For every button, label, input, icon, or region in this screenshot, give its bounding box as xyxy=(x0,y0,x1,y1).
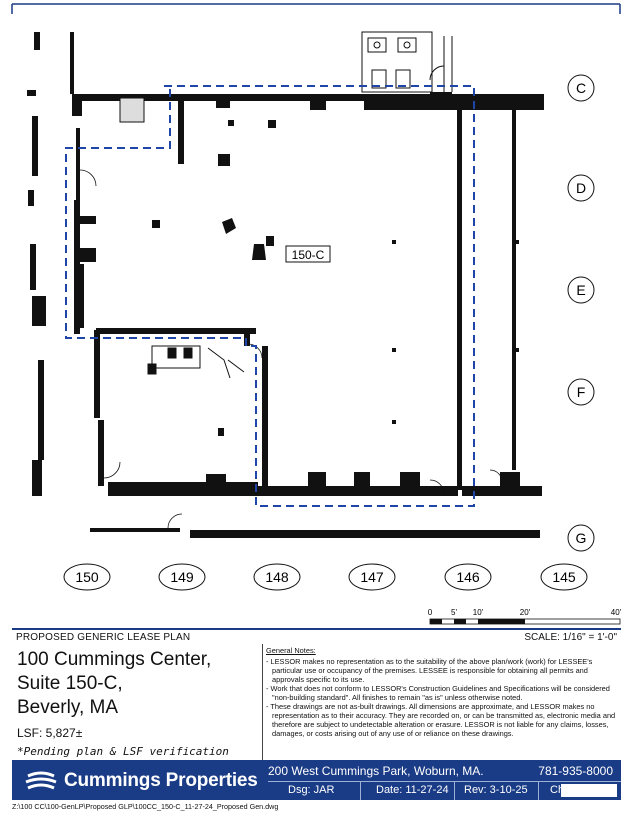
scale-label-0: 0 xyxy=(428,608,433,617)
scale-label-40: 40' xyxy=(611,608,622,617)
footer-sep-1 xyxy=(360,782,361,800)
revision-date: Rev: 3-10-25 xyxy=(464,784,528,796)
footer-sep-2 xyxy=(454,782,455,800)
column-bubble-145: 145 xyxy=(552,569,576,585)
row-bubble-d: D xyxy=(576,180,586,196)
columns xyxy=(119,92,520,496)
walls xyxy=(27,32,544,538)
note-item-1: - LESSOR makes no representation as to t… xyxy=(266,657,593,684)
scale-label-5: 5' xyxy=(451,608,457,617)
row-bubble-g: G xyxy=(576,530,587,546)
floor-plan: 150-C C D E F G 150 149 148 147 146 145 … xyxy=(11,3,622,625)
suite-label-box xyxy=(285,245,331,263)
pending-note: *Pending plan & LSF verification xyxy=(17,745,229,758)
row-bubble-e: E xyxy=(576,282,585,298)
restroom-lower xyxy=(147,345,245,379)
file-path: Z:\100 CC\100-GenLP\Proposed GLP\100CC_1… xyxy=(12,802,279,811)
scale-note: SCALE: 1/16" = 1'-0" xyxy=(524,632,617,643)
plan-date: Date: 11-27-24 xyxy=(376,784,449,796)
brand-name: Cummings Properties xyxy=(64,770,258,791)
scale-label-10: 10' xyxy=(473,608,484,617)
suite-label: 150-C xyxy=(292,248,325,262)
column-bubbles: 150 149 148 147 146 145 xyxy=(63,563,588,591)
column-bubble-147: 147 xyxy=(360,569,384,585)
general-notes: General Notes: - LESSOR makes no represe… xyxy=(266,646,620,738)
cummings-logo-icon xyxy=(25,771,57,790)
column-bubble-146: 146 xyxy=(456,569,480,585)
column-bubble-149: 149 xyxy=(170,569,194,585)
footer-phone: 781-935-8000 xyxy=(538,764,613,778)
footer-meta-row: Dsg: JAR Date: 11-27-24 Rev: 3-10-25 Chk… xyxy=(268,781,621,800)
column-bubble-148: 148 xyxy=(265,569,289,585)
cummings-logo: Cummings Properties xyxy=(24,768,264,794)
title-block-divider xyxy=(262,644,263,760)
address-line-1: 100 Cummings Center, xyxy=(17,649,212,670)
note-item-2: - Work that does not conform to LESSOR's… xyxy=(266,684,610,702)
row-bubble-c: C xyxy=(576,80,586,96)
door-swings xyxy=(79,169,503,529)
checked-by-box xyxy=(561,784,617,797)
column-bubble-150: 150 xyxy=(75,569,99,585)
title-block-header: PROPOSED GENERIC LEASE PLAN SCALE: 1/16"… xyxy=(12,628,621,644)
row-bubble-f: F xyxy=(577,384,586,400)
designer: Dsg: JAR xyxy=(288,784,335,796)
scale-label-20: 20' xyxy=(520,608,531,617)
footer-bar: Cummings Properties 200 West Cummings Pa… xyxy=(12,760,621,800)
plan-type: PROPOSED GENERIC LEASE PLAN xyxy=(16,632,191,643)
suite-150c-outline xyxy=(65,85,475,507)
address-line-3: Beverly, MA xyxy=(17,697,119,718)
footer-sep-3 xyxy=(538,782,539,800)
address-line-2: Suite 150-C, xyxy=(17,673,123,694)
footer-address: 200 West Cummings Park, Woburn, MA. xyxy=(268,764,484,778)
property-address: 100 Cummings Center, Suite 150-C, Beverl… xyxy=(17,648,211,720)
lsf-value: LSF: 5,827± xyxy=(17,726,83,740)
row-bubbles: C D E F G xyxy=(567,74,595,552)
scale-bar: 0 5' 10' 20' 40' xyxy=(428,608,622,625)
restroom-upper xyxy=(361,31,453,93)
notes-title: General Notes: xyxy=(266,646,316,655)
note-item-3: - These drawings are not as-built drawin… xyxy=(266,702,616,738)
